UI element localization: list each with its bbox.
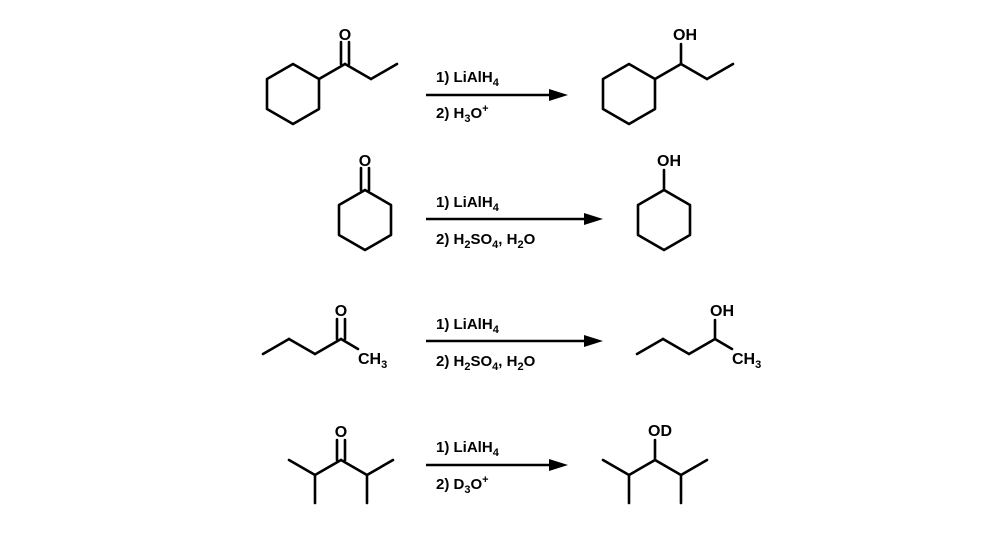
- reaction-2: O 1) LiAlH4 2) H2SO4, H2O OH: [337, 153, 692, 252]
- methyl-label: CH3: [732, 351, 761, 371]
- bond: [261, 337, 291, 356]
- reactant-3-structure: O CH3: [261, 303, 387, 371]
- reactant-4-structure: O: [287, 424, 395, 505]
- bond: [687, 337, 717, 356]
- arrowhead: [549, 89, 568, 101]
- bond: [713, 337, 734, 351]
- bond: [313, 458, 343, 477]
- bond: [601, 458, 631, 477]
- cyclohexane-ring: [601, 62, 657, 126]
- methyl-label: CH3: [358, 351, 387, 371]
- bond: [369, 62, 399, 81]
- bond: [343, 62, 373, 81]
- oxygen-label: O: [335, 303, 347, 320]
- bond: [313, 337, 343, 356]
- condition-step-2: 2) H2SO4, H2O: [436, 353, 536, 373]
- bond: [653, 458, 683, 477]
- bond: [365, 458, 395, 477]
- conditions-2: 1) LiAlH4 2) H2SO4, H2O: [426, 194, 603, 251]
- conditions-3: 1) LiAlH4 2) H2SO4, H2O: [426, 316, 603, 373]
- bond: [705, 62, 735, 81]
- bond: [287, 458, 317, 477]
- oxygen-label: O: [335, 424, 347, 441]
- bond: [339, 458, 369, 477]
- product-2-structure: OH: [636, 153, 692, 252]
- oxygen-label: O: [359, 153, 371, 170]
- hydroxyl-label: OH: [657, 153, 681, 170]
- condition-step-1: 1) LiAlH4: [436, 194, 500, 214]
- condition-step-2: 2) H2SO4, H2O: [436, 231, 536, 251]
- bond: [635, 337, 665, 356]
- reaction-4: O 1) LiAlH4 2) D3O+ OD: [287, 423, 709, 505]
- condition-step-1: 1) LiAlH4: [436, 316, 500, 336]
- cyclohexane-ring: [636, 188, 692, 252]
- deuteroxyl-label: OD: [648, 423, 672, 440]
- condition-step-1: 1) LiAlH4: [436, 69, 500, 89]
- bond: [339, 337, 360, 351]
- bond: [287, 337, 317, 356]
- cyclohexane-ring: [265, 62, 321, 126]
- condition-step-2: 2) H3O+: [436, 103, 489, 125]
- reaction-3: O CH3 1) LiAlH4 2) H2SO4, H2O OH CH3: [261, 303, 761, 373]
- conditions-1: 1) LiAlH4 2) H3O+: [426, 69, 568, 125]
- condition-step-1: 1) LiAlH4: [436, 439, 500, 459]
- oxygen-label: O: [339, 27, 351, 44]
- bond: [653, 62, 683, 81]
- bond: [679, 458, 709, 477]
- product-1-structure: OH: [601, 27, 735, 126]
- bond: [317, 62, 347, 81]
- arrowhead: [584, 335, 603, 347]
- reactant-2-structure: O: [337, 153, 393, 252]
- reactant-1-structure: O: [265, 27, 399, 126]
- cyclohexane-ring: [337, 188, 393, 252]
- reaction-1: O 1) LiAlH4 2) H3O+ OH: [265, 27, 735, 126]
- hydroxyl-label: OH: [710, 303, 734, 320]
- conditions-4: 1) LiAlH4 2) D3O+: [426, 439, 568, 496]
- arrowhead: [584, 213, 603, 225]
- bond: [679, 62, 709, 81]
- hydroxyl-label: OH: [673, 27, 697, 44]
- product-4-structure: OD: [601, 423, 709, 505]
- product-3-structure: OH CH3: [635, 303, 761, 371]
- bond: [627, 458, 657, 477]
- bond: [661, 337, 691, 356]
- condition-step-2: 2) D3O+: [436, 474, 489, 496]
- arrowhead: [549, 459, 568, 471]
